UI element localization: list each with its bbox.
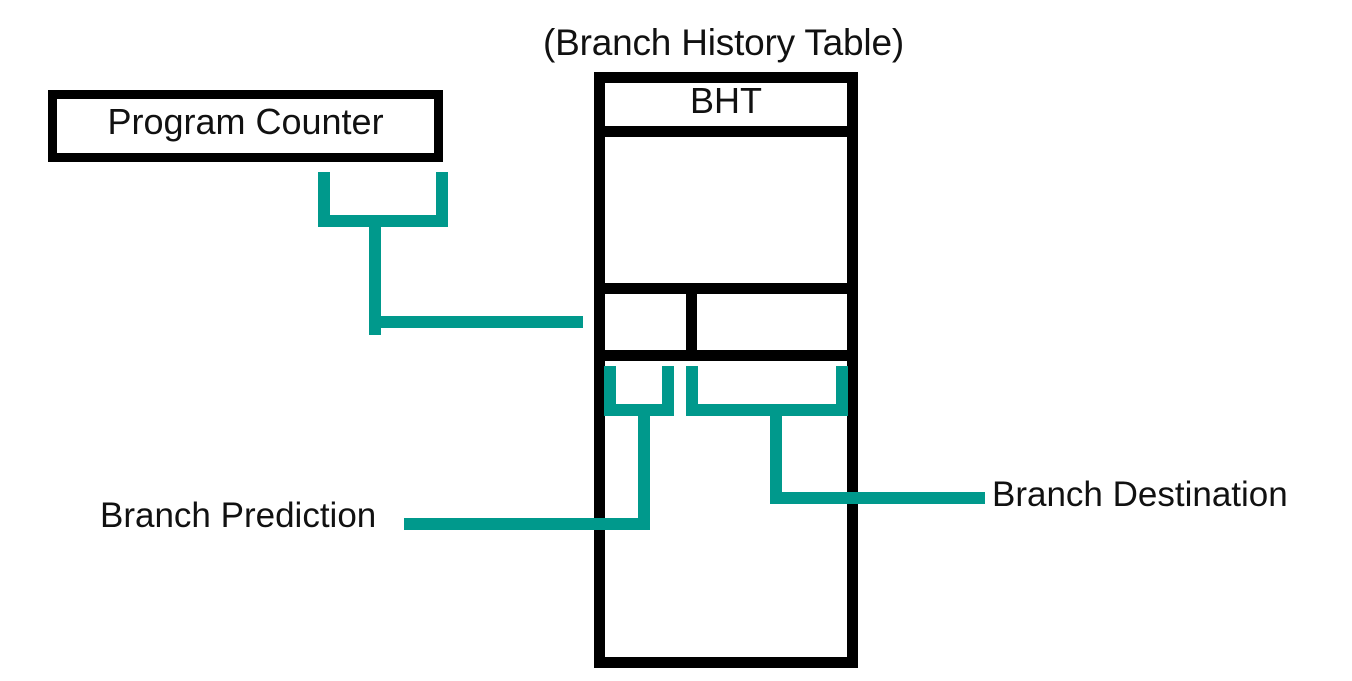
branch-destination-connector-vertical (770, 404, 782, 504)
bht-entry-row-top-divider (594, 283, 858, 294)
bht-entry-field-divider (686, 283, 697, 361)
pc-connector-vertical (369, 215, 381, 335)
branch-prediction-connector-horizontal (404, 518, 650, 530)
diagram-title: (Branch History Table) (543, 22, 904, 63)
pc-bracket-right-prong (436, 172, 448, 227)
bht-header-divider (594, 126, 858, 137)
pc-bracket-bar (318, 215, 448, 227)
bht-header-label: BHT (690, 80, 762, 121)
pc-connector-horizontal (369, 316, 583, 328)
branch-prediction-label: Branch Prediction (100, 496, 377, 535)
branch-prediction-bracket-right-prong (662, 366, 674, 416)
branch-destination-label: Branch Destination (992, 475, 1288, 514)
branch-destination-connector-horizontal (770, 492, 985, 504)
bht-table-box (594, 72, 858, 668)
branch-destination-bracket-left-prong (686, 366, 698, 416)
branch-prediction-bracket-left-prong (604, 366, 616, 416)
program-counter-label: Program Counter (107, 101, 384, 142)
program-counter-box (48, 90, 443, 162)
branch-prediction-connector-vertical (638, 404, 650, 530)
branch-destination-bracket-right-prong (836, 366, 848, 416)
pc-bracket-left-prong (318, 172, 330, 227)
bht-entry-row-bottom-divider (594, 350, 858, 361)
branch-destination-bracket-bar (686, 404, 848, 416)
